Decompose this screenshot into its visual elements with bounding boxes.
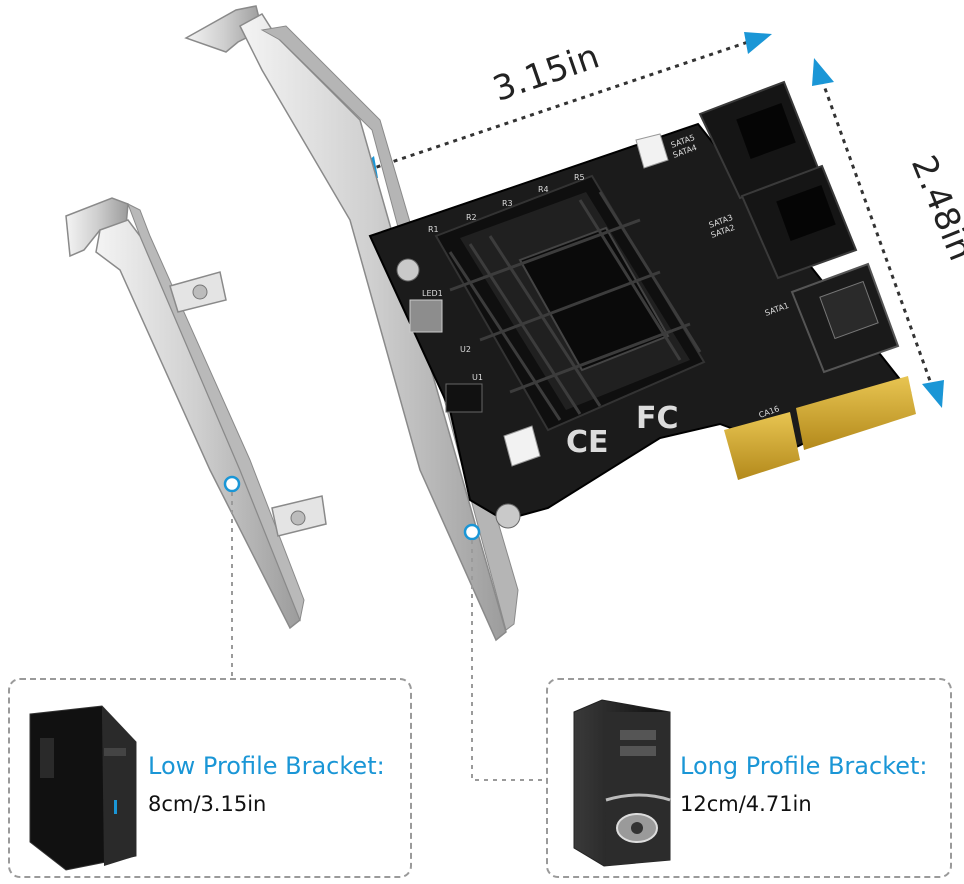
r3-label: R3: [502, 199, 513, 208]
led1-label: LED1: [422, 289, 443, 298]
u2-label: U2: [460, 345, 471, 354]
r5-label: R5: [574, 173, 585, 182]
fc-mark: FC: [636, 401, 679, 436]
low-profile-leader: [223, 475, 241, 678]
long-profile-bracket: [184, 5, 519, 642]
low-profile-title: Low Profile Bracket:: [148, 752, 385, 780]
long-profile-size: 12cm/4.71in: [680, 792, 812, 816]
long-profile-callout: [546, 678, 952, 878]
sata-port-5: [698, 80, 820, 200]
sata-port-1: [790, 262, 900, 374]
height-dimension-arrow: [812, 58, 944, 408]
heatsink: [434, 174, 706, 432]
sata-expansion-card: CE FC SATA5 SATA4 SATA3 SATA2 SATA1 R1 R…: [368, 80, 916, 529]
r4-label: R4: [538, 185, 549, 194]
low-profile-bracket: [65, 197, 327, 630]
gold-edge-connector: [724, 376, 916, 480]
full-pc-tower-image: [573, 699, 671, 867]
sata-port-3: [740, 164, 858, 280]
r1-label: R1: [428, 225, 439, 234]
low-profile-size: 8cm/3.15in: [148, 792, 267, 816]
ce-mark: CE: [566, 425, 609, 460]
u1-label: U1: [472, 373, 483, 382]
long-profile-leader: [463, 523, 546, 781]
slim-pc-tower-image: [29, 705, 137, 871]
long-profile-title: Long Profile Bracket:: [680, 752, 928, 780]
low-profile-callout: [8, 678, 412, 878]
r2-label: R2: [466, 213, 477, 222]
